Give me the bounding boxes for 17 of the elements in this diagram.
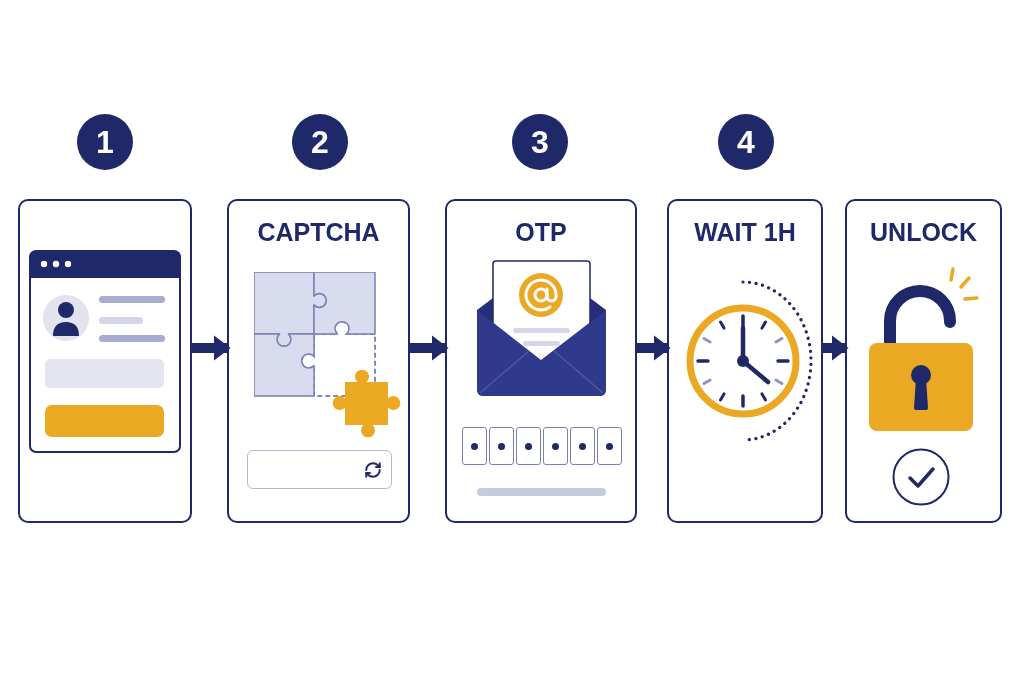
step-card [667,199,823,523]
step-card [845,199,1002,523]
step-number: 2 [311,126,329,158]
arrow [410,335,449,361]
arrow [823,335,849,361]
step-title: OTP [515,217,567,247]
step-number: 4 [737,126,755,158]
step-card [18,199,192,523]
step-number: 3 [531,126,549,158]
step-title: UNLOCK [870,217,977,247]
step-number: 1 [96,126,114,158]
arrow [192,335,231,361]
step-card [227,199,410,523]
arrow [637,335,671,361]
step-title: CAPTCHA [257,217,380,247]
step-title: WAIT 1H [694,217,796,247]
step-card [445,199,637,523]
